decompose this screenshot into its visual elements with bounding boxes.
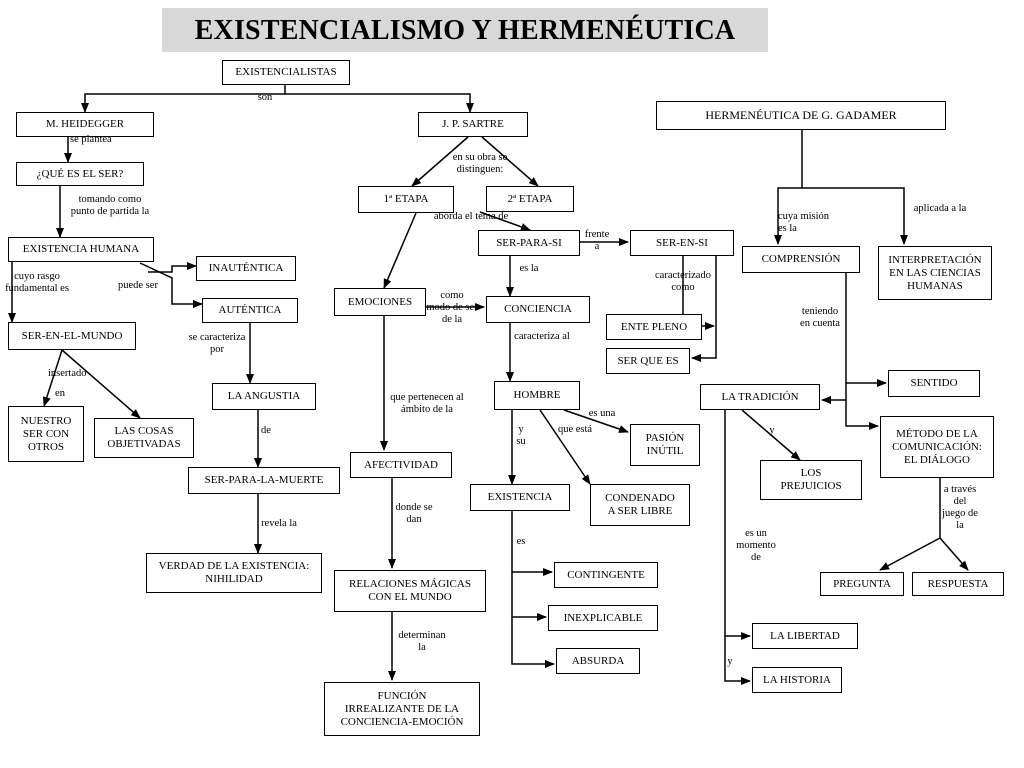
edge-serensi-serquees: [691, 256, 717, 362]
label-frente: frente a: [584, 229, 610, 252]
label-aborda: aborda el tema de: [433, 211, 509, 222]
node-autentica: AUTÉNTICA: [202, 298, 298, 323]
node-afectividad: AFECTIVIDAD: [350, 452, 452, 478]
node-ser-en-si: SER-EN-SI: [630, 230, 734, 256]
edge-sartre-etapa2: [481, 136, 539, 187]
label-teniendo: teniendo en cuenta: [800, 306, 840, 329]
edge-comprension-metodo: [845, 383, 879, 430]
node-metodo: MÉTODO DE LA COMUNICACIÓN: EL DIÁLOGO: [880, 416, 994, 478]
label-se-caracteriza: se caracteriza por: [188, 332, 246, 355]
edge-hombre-condenado: [539, 409, 591, 485]
label-es-una: es una: [588, 408, 616, 419]
node-existencia-humana: EXISTENCIA HUMANA: [8, 237, 154, 262]
node-condenado: CONDENADO A SER LIBRE: [590, 484, 690, 526]
node-contingente: CONTINGENTE: [554, 562, 658, 588]
node-etapa1: 1ª ETAPA: [358, 186, 454, 213]
label-y-prejuicios: y: [769, 425, 775, 436]
label-aplicada: aplicada a la: [913, 203, 967, 214]
label-que-pertenecen: que pertenecen al ámbito de la: [390, 392, 464, 415]
node-existencialistas: EXISTENCIALISTAS: [222, 60, 350, 85]
label-cuya-mision: cuya misión es la: [778, 211, 830, 234]
node-que-es-el-ser: ¿QUÉ ES EL SER?: [16, 162, 144, 186]
edge-existencia-inautentica: [148, 262, 197, 273]
label-en: en: [55, 388, 65, 399]
edge-gadamer-interpretacion: [802, 187, 908, 245]
node-ser-que-es: SER QUE ES: [606, 348, 690, 374]
label-es-un-momento: es un momento de: [736, 528, 776, 563]
node-tradicion: LA TRADICIÓN: [700, 384, 820, 410]
label-donde-se-dan: donde se dan: [395, 502, 433, 525]
edge-existencialistas-heidegger: [81, 85, 286, 113]
label-y-historia: y: [727, 656, 733, 667]
node-cosas-objetivadas: LAS COSAS OBJETIVADAS: [94, 418, 194, 458]
node-inautentica: INAUTÉNTICA: [196, 256, 296, 281]
label-insertado: insertado: [48, 368, 87, 379]
node-angustia: LA ANGUSTIA: [212, 383, 316, 410]
node-conciencia: CONCIENCIA: [486, 296, 590, 323]
node-historia: LA HISTORIA: [752, 667, 842, 693]
label-como-modo: como modo de ser de la: [426, 290, 478, 325]
edge-tradicion-prejuicios: [741, 409, 801, 461]
edge-mundo-cosas: [61, 349, 141, 419]
label-es: es: [516, 536, 526, 547]
label-caracterizado: caracterizado como: [655, 270, 711, 293]
node-pregunta: PREGUNTA: [820, 572, 904, 596]
page-title: EXISTENCIALISMO Y HERMENÉUTICA: [194, 15, 736, 46]
label-revela-la: revela la: [261, 518, 297, 529]
edge-etapa1-emociones: [383, 212, 417, 289]
node-gadamer: HERMENÉUTICA DE G. GADAMER: [656, 101, 946, 130]
edge-existencialistas-sartre: [285, 93, 474, 113]
node-pasion-inutil: PASIÓN INÚTIL: [630, 424, 700, 466]
node-interpretacion: INTERPRETACIÓN EN LAS CIENCIAS HUMANAS: [878, 246, 992, 300]
node-ser-para-si: SER-PARA-SI: [478, 230, 580, 256]
node-ente-pleno: ENTE PLENO: [606, 314, 702, 340]
label-y-su: y su: [516, 424, 526, 447]
node-verdad-existencia: VERDAD DE LA EXISTENCIA: NIHILIDAD: [146, 553, 322, 593]
label-se-plantea: se plantea: [70, 134, 112, 145]
label-tomando-como: tomando como punto de partida la: [70, 194, 150, 217]
label-cuyo-rasgo: cuyo rasgo fundamental es: [5, 271, 69, 294]
edge-etapa2-serparasi: [479, 211, 531, 231]
node-heidegger: M. HEIDEGGER: [16, 112, 154, 137]
edge-mundo-nuestro: [42, 349, 63, 407]
node-relaciones-magicas: RELACIONES MÁGICAS CON EL MUNDO: [334, 570, 486, 612]
node-ser-para-la-muerte: SER-PARA-LA-MUERTE: [188, 467, 340, 494]
node-funcion-irrealizante: FUNCIÓN IRREALIZANTE DE LA CONCIENCIA-EM…: [324, 682, 480, 736]
edge-existencia-inexplicable: [511, 572, 547, 621]
label-en-su-obra: en su obra se distinguen:: [452, 152, 508, 175]
label-puede-ser: puede ser: [118, 280, 158, 291]
edge-existencia-autentica: [139, 262, 203, 308]
label-es-la: es la: [519, 263, 539, 274]
edge-tradicion-libertad: [724, 410, 751, 640]
label-que-esta: que está: [557, 424, 593, 435]
label-a-traves: a través del juego de la: [942, 484, 978, 531]
node-hombre: HOMBRE: [494, 381, 580, 410]
node-ser-en-el-mundo: SER-EN-EL-MUNDO: [8, 322, 136, 350]
node-existencia: EXISTENCIA: [470, 484, 570, 511]
node-sentido: SENTIDO: [888, 370, 980, 397]
edge-tradicion-historia: [724, 636, 751, 685]
node-absurda: ABSURDA: [556, 648, 640, 674]
edge-existencia-absurda: [511, 617, 555, 668]
node-emociones: EMOCIONES: [334, 288, 426, 316]
title-background: [162, 8, 768, 52]
edge-hombre-pasion: [563, 409, 629, 433]
edge-metodo-respuesta: [939, 537, 969, 571]
node-sartre: J. P. SARTRE: [418, 112, 528, 137]
edge-sartre-etapa1: [411, 136, 469, 187]
node-comprension: COMPRENSIÓN: [742, 246, 860, 273]
label-de: de: [261, 425, 271, 436]
node-etapa2: 2ª ETAPA: [486, 186, 574, 212]
edge-metodo-pregunta: [879, 537, 941, 571]
label-son: son: [257, 92, 273, 103]
edge-gadamer-split: [774, 130, 803, 245]
node-libertad: LA LIBERTAD: [752, 623, 858, 649]
node-respuesta: RESPUESTA: [912, 572, 1004, 596]
label-determinan: determinan la: [398, 630, 446, 653]
node-prejuicios: LOS PREJUICIOS: [760, 460, 862, 500]
node-nuestro-ser: NUESTRO SER CON OTROS: [8, 406, 84, 462]
label-caracteriza-al: caracteriza al: [514, 331, 570, 342]
node-inexplicable: INEXPLICABLE: [548, 605, 658, 631]
